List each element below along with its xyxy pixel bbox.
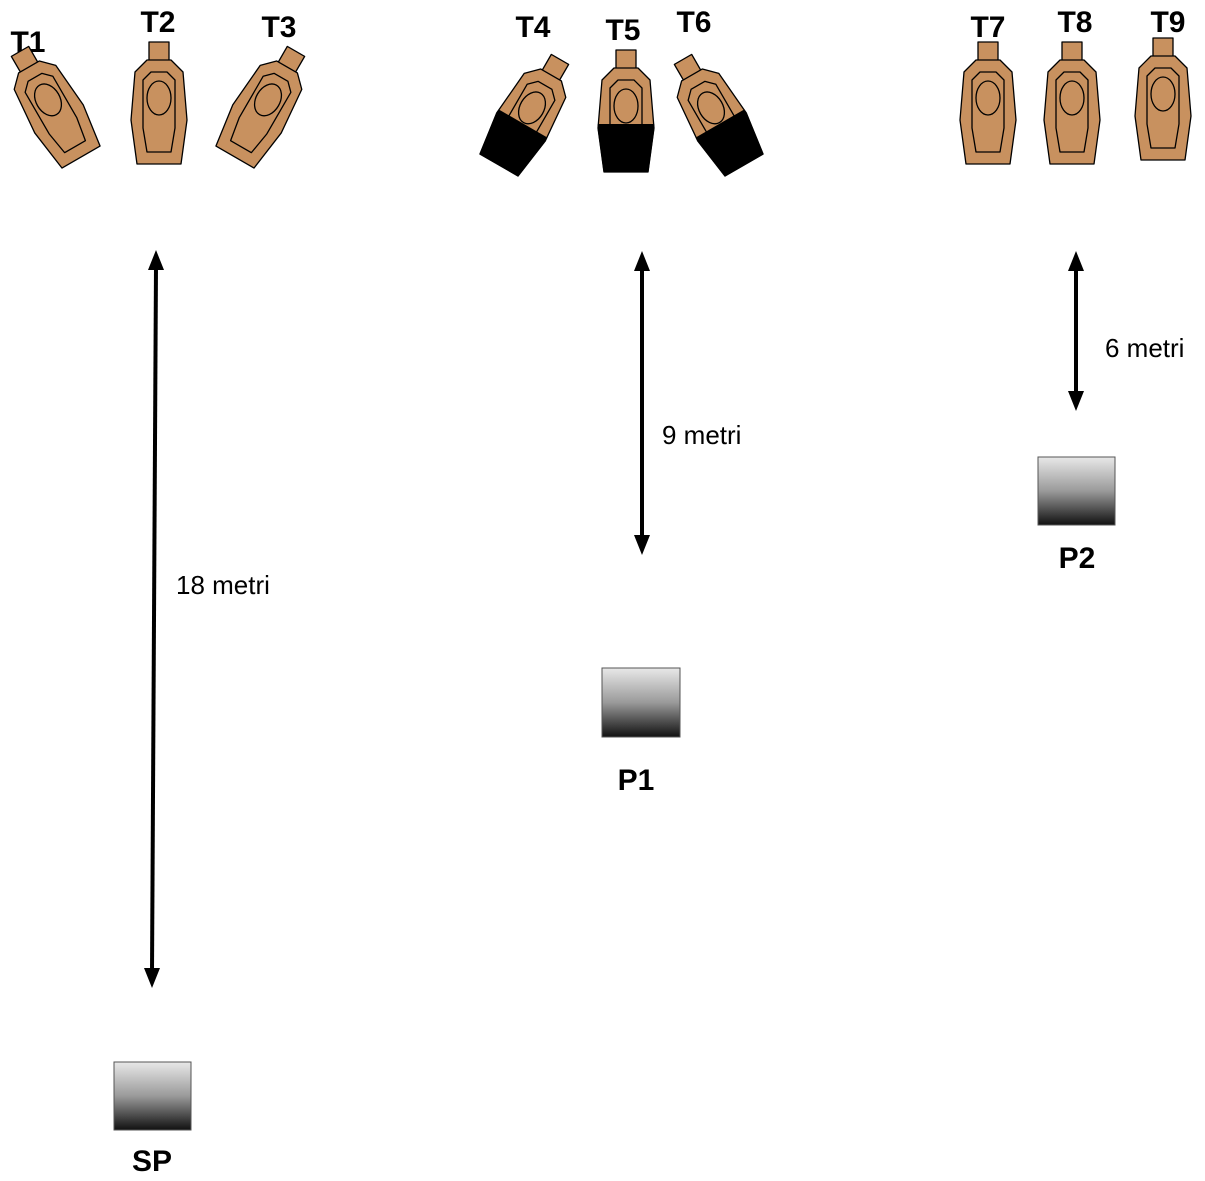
target-a-zone xyxy=(146,80,172,116)
target-zone xyxy=(229,72,292,154)
target-a-zone xyxy=(517,91,547,125)
target-zone xyxy=(1055,71,1089,153)
target-zone xyxy=(142,71,176,153)
target-head xyxy=(1061,41,1083,63)
target-label-t4: T4 xyxy=(515,11,550,44)
target-zone xyxy=(971,71,1005,153)
target-body xyxy=(1134,55,1192,161)
target-head xyxy=(1152,37,1174,59)
target-a-zone xyxy=(253,83,283,117)
target-label-t3: T3 xyxy=(261,11,296,44)
target-a-zone xyxy=(1059,80,1085,116)
target-zone xyxy=(24,72,87,154)
target-body xyxy=(130,59,188,165)
targets-group xyxy=(10,37,1192,177)
target-a-zone xyxy=(1150,76,1176,112)
distance-arrow-6m xyxy=(1068,251,1084,411)
target-head xyxy=(615,49,637,71)
position-box-sp xyxy=(113,1061,192,1131)
distance-label-18m: 18 metri xyxy=(176,570,270,600)
distance-label-9m: 9 metri xyxy=(662,420,741,450)
position-box-p1 xyxy=(601,667,681,738)
target-label-t9: T9 xyxy=(1150,6,1185,39)
target-label-t7: T7 xyxy=(970,11,1005,44)
target-t3 xyxy=(215,45,306,169)
target-label-t5: T5 xyxy=(605,14,640,47)
target-t5 xyxy=(597,49,655,173)
target-t1 xyxy=(10,45,101,169)
target-t7 xyxy=(959,41,1017,165)
target-body xyxy=(1043,59,1101,165)
position-label-sp: SP xyxy=(132,1145,172,1178)
target-a-zone xyxy=(613,88,639,124)
target-label-t6: T6 xyxy=(676,6,711,39)
position-box-p2 xyxy=(1037,456,1116,526)
target-label-t8: T8 xyxy=(1057,6,1092,39)
target-a-zone xyxy=(975,80,1001,116)
target-zone xyxy=(1146,67,1180,149)
position-label-p1: P1 xyxy=(618,764,655,797)
position-label-p2: P2 xyxy=(1059,542,1096,575)
distance-arrow-18m xyxy=(144,250,164,988)
distance-label-6m: 6 metri xyxy=(1105,333,1184,363)
target-t8 xyxy=(1043,41,1101,165)
target-a-zone xyxy=(33,83,63,117)
target-t4 xyxy=(479,53,570,177)
target-t2 xyxy=(130,41,188,165)
target-label-t2: T2 xyxy=(140,6,175,39)
target-t6 xyxy=(673,53,764,177)
no-shoot-cover xyxy=(597,124,655,173)
distance-arrow-9m xyxy=(634,251,650,555)
target-head xyxy=(148,41,170,63)
target-body xyxy=(959,59,1017,165)
target-a-zone xyxy=(696,91,726,125)
target-t9 xyxy=(1134,37,1192,161)
target-head xyxy=(977,41,999,63)
